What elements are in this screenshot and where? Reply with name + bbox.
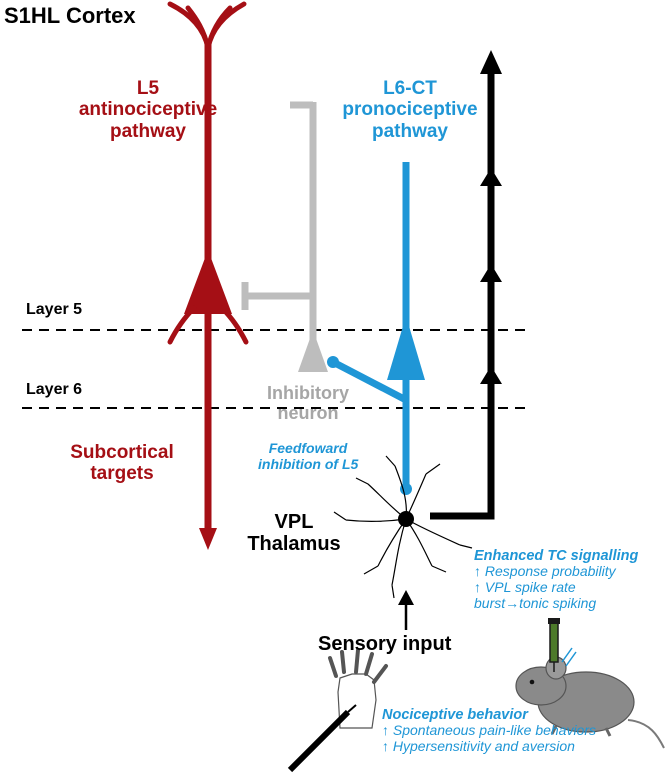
tc-arrowhead-1 [480,366,502,384]
tc-arrowhead-top [480,50,502,74]
mouse-eye [529,679,535,685]
vpl-thalamus-label: VPL Thalamus [234,511,354,556]
tc-signalling-item: ↑ Response probability [474,563,616,580]
layer6-label: Layer 6 [26,381,83,398]
subcortical-targets-label: Subcortical targets [52,442,192,485]
l6ct-label-line3: pathway [371,120,449,142]
feedforward-label-line2: inhibition of L5 [258,455,359,472]
feedforward-inhibition-label: Feedfoward inhibition of L5 [258,440,359,472]
probe-tip [347,704,357,713]
mouse-illustration [515,618,665,749]
vpl-thalamic-neuron [333,455,473,599]
subcortical-label-line2: targets [90,463,154,485]
recording-signal-icon [561,647,577,667]
l6ct-collateral-synapse [327,356,339,368]
inhibitory-neuron-label: Inhibitory neuron [250,383,366,423]
recording-electrode-body [549,621,559,663]
mouse-leg-front [550,725,558,735]
sensory-input-label: Sensory input [318,633,452,655]
l6ct-pathway-label: L6-CT pronociceptive pathway [330,78,490,142]
recording-electrode-cap [548,618,560,624]
l5-label-line2: antinociceptive [78,99,218,121]
l6ct-thalamic-synapse [400,483,412,495]
l5-pyramidal-neuron [167,1,249,550]
subcortical-label-line1: Subcortical [70,442,174,463]
tc-signalling-item: ↑ VPL spike rate [474,578,576,595]
vpl-label-line1: VPL [274,511,314,533]
l6ct-soma [387,316,425,380]
l5-pathway-label: L5 antinociceptive pathway [48,78,248,142]
tc-arrowhead-2 [480,264,502,282]
inhibitory-soma [298,330,328,372]
nociceptive-behavior-block: Nociceptive behavior ↑ Spontaneous pain-… [382,707,596,755]
inhibitory-neuron [241,101,328,372]
vpl-dendrites [333,455,473,599]
l6ct-pyramidal-neuron [327,162,425,495]
thalamocortical-projection [430,50,502,520]
tc-signalling-block: Enhanced TC signalling ↑ Response probab… [474,548,638,611]
l5-soma [184,250,232,314]
sensory-input-arrow [398,590,414,630]
layer5-label: Layer 5 [26,301,83,318]
inhibitory-label-line2: neuron [277,403,339,424]
l6ct-label-line1: L6-CT [383,78,437,99]
nociceptive-item: ↑ Hypersensitivity and aversion [382,737,575,754]
tc-signalling-item: burst→tonic spiking [474,594,597,611]
nociceptive-heading: Nociceptive behavior [382,707,528,723]
mouse-leg-back [604,727,612,737]
l5-axon-arrowhead [199,528,217,550]
l5-label-line1: L5 [136,78,160,99]
page-title: S1HL Cortex [4,3,136,28]
l5-basal-dendrites [167,305,249,345]
l6ct-collateral-to-inhibitory [331,358,408,404]
l5-label-line3: pathway [109,120,187,142]
tc-axon [430,66,495,520]
probe-stick [287,709,351,773]
mouse-tail [627,719,665,749]
hindpaw-illustration [287,648,388,773]
hindpaw-toes [328,648,388,684]
nociceptive-item: ↑ Spontaneous pain-like behaviors [382,722,597,739]
sensory-arrow-head [398,590,414,605]
vpl-soma [398,511,414,527]
l6ct-label-line2: pronociceptive [342,99,478,121]
tc-arrowhead-3 [480,168,502,186]
inhibitory-label-line1: Inhibitory [267,383,349,403]
vpl-label-line2: Thalamus [247,533,341,556]
tc-signalling-heading: Enhanced TC signalling [474,548,639,564]
l5-apical-tufts [167,1,247,51]
feedforward-label-line1: Feedfoward [268,440,348,456]
